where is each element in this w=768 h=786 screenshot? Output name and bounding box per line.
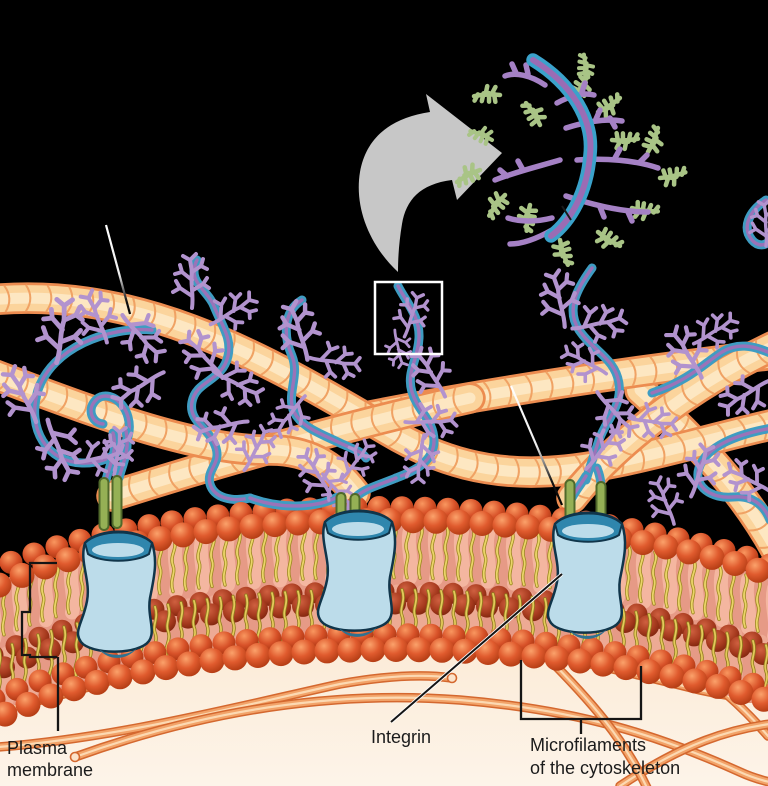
annotations: Plasma membrane Integrin Microfilaments … xyxy=(7,224,680,780)
magnify-arrow-icon xyxy=(358,94,502,272)
fibronectin-pointer-line xyxy=(509,385,564,506)
plasma-membrane-label-line2: membrane xyxy=(7,760,93,780)
microfilaments-label: Microfilaments xyxy=(530,735,646,755)
integrin-middle xyxy=(316,509,397,639)
collagen-pointer-line xyxy=(104,224,132,315)
inset-proteoglycan-structure xyxy=(456,53,686,265)
integrin-label: Integrin xyxy=(371,727,431,747)
integrin-left xyxy=(76,530,157,660)
integrin-pointer-line xyxy=(390,573,563,723)
microfilaments-label-line2: of the cytoskeleton xyxy=(530,758,680,778)
plasma-membrane-label: Plasma xyxy=(7,738,68,758)
plasma-membrane-bracket xyxy=(20,561,57,659)
proteoglycan-inset xyxy=(358,53,686,356)
inset-source-box xyxy=(373,280,444,356)
inset-tick-mark xyxy=(561,205,572,221)
